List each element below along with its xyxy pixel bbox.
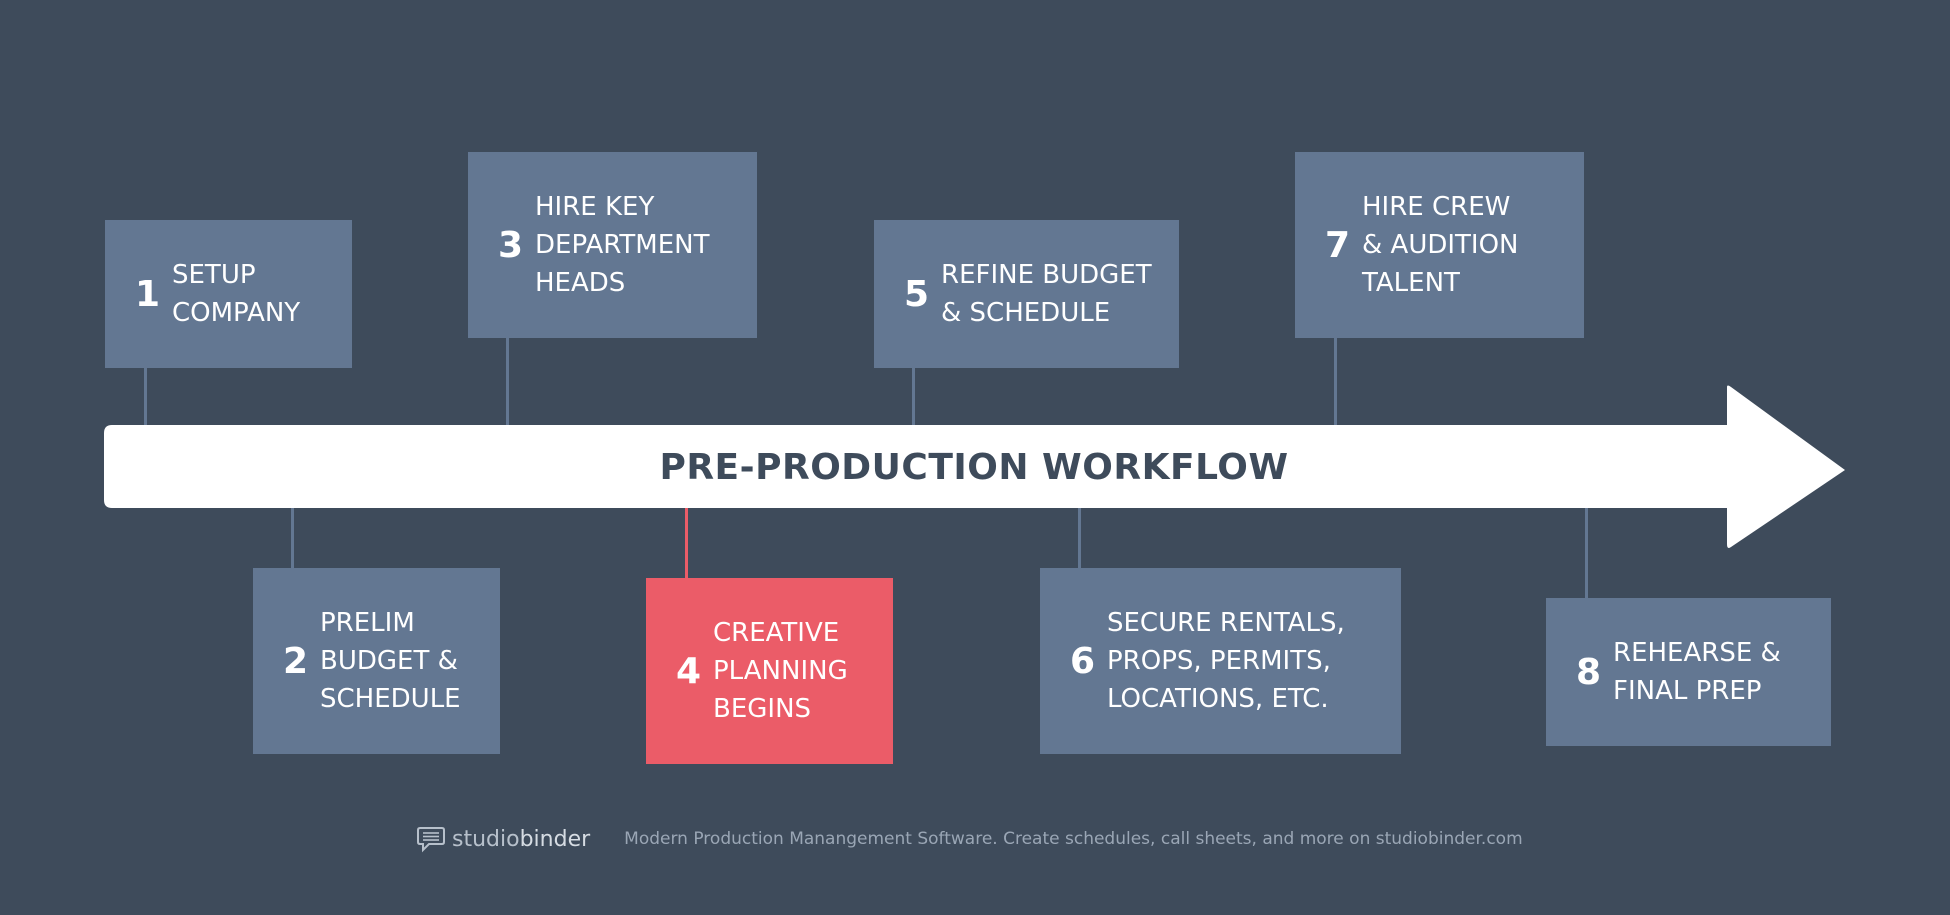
step-1-label: SETUP COMPANY: [172, 260, 301, 328]
connector-step-6: [1078, 506, 1081, 569]
brand-left: studio: [452, 826, 520, 852]
connector-step-7: [1334, 337, 1337, 427]
connector-step-5: [912, 367, 915, 427]
connector-step-2: [291, 506, 294, 569]
footer: studiobinder Modern Production Manangeme…: [416, 822, 1523, 856]
step-1-box: 1 SETUP COMPANY: [105, 220, 352, 368]
step-6-number: 6: [1070, 640, 1096, 682]
workflow-arrow: [104, 385, 1845, 548]
step-5-box: 5 REFINE BUDGET & SCHEDULE: [874, 220, 1179, 368]
connector-step-1: [144, 367, 147, 427]
arrow-shape: [104, 385, 1845, 548]
step-6-box: 6 SECURE RENTALS, PROPS, PERMITS, LOCATI…: [1040, 568, 1401, 754]
step-5-number: 5: [904, 273, 930, 315]
step-2-label: PRELIM BUDGET & SCHEDULE: [320, 608, 461, 714]
connector-step-4: [685, 506, 688, 579]
step-2-box: 2 PRELIM BUDGET & SCHEDULE: [253, 568, 500, 754]
step-8-label: REHEARSE & FINAL PREP: [1613, 638, 1781, 706]
step-1-number: 1: [135, 273, 161, 315]
connector-step-3: [506, 337, 509, 427]
footer-brand: studiobinder: [416, 824, 590, 854]
step-2-number: 2: [283, 640, 309, 682]
step-8-box: 8 REHEARSE & FINAL PREP: [1546, 598, 1831, 746]
step-5-label: REFINE BUDGET & SCHEDULE: [941, 260, 1152, 328]
step-3-label: HIRE KEY DEPARTMENT HEADS: [535, 192, 710, 298]
step-4-number: 4: [676, 650, 702, 692]
footer-brand-name: studiobinder: [452, 827, 590, 852]
footer-tagline: Modern Production Manangement Software. …: [624, 829, 1523, 849]
step-8-number: 8: [1576, 651, 1602, 693]
step-4-box: 4 CREATIVE PLANNING BEGINS: [646, 578, 893, 764]
step-3-number: 3: [498, 224, 524, 266]
step-7-number: 7: [1325, 224, 1351, 266]
chat-bubble-icon: [417, 827, 445, 853]
step-7-label: HIRE CREW & AUDITION TALENT: [1362, 192, 1519, 298]
step-7-box: 7 HIRE CREW & AUDITION TALENT: [1295, 152, 1584, 338]
banner-title: PRE-PRODUCTION WORKFLOW: [659, 446, 1289, 488]
step-3-box: 3 HIRE KEY DEPARTMENT HEADS: [468, 152, 757, 338]
brand-right: binder: [519, 826, 591, 852]
step-4-label: CREATIVE PLANNING BEGINS: [713, 618, 848, 724]
connector-step-8: [1585, 506, 1588, 599]
step-6-label: SECURE RENTALS, PROPS, PERMITS, LOCATION…: [1107, 608, 1345, 714]
